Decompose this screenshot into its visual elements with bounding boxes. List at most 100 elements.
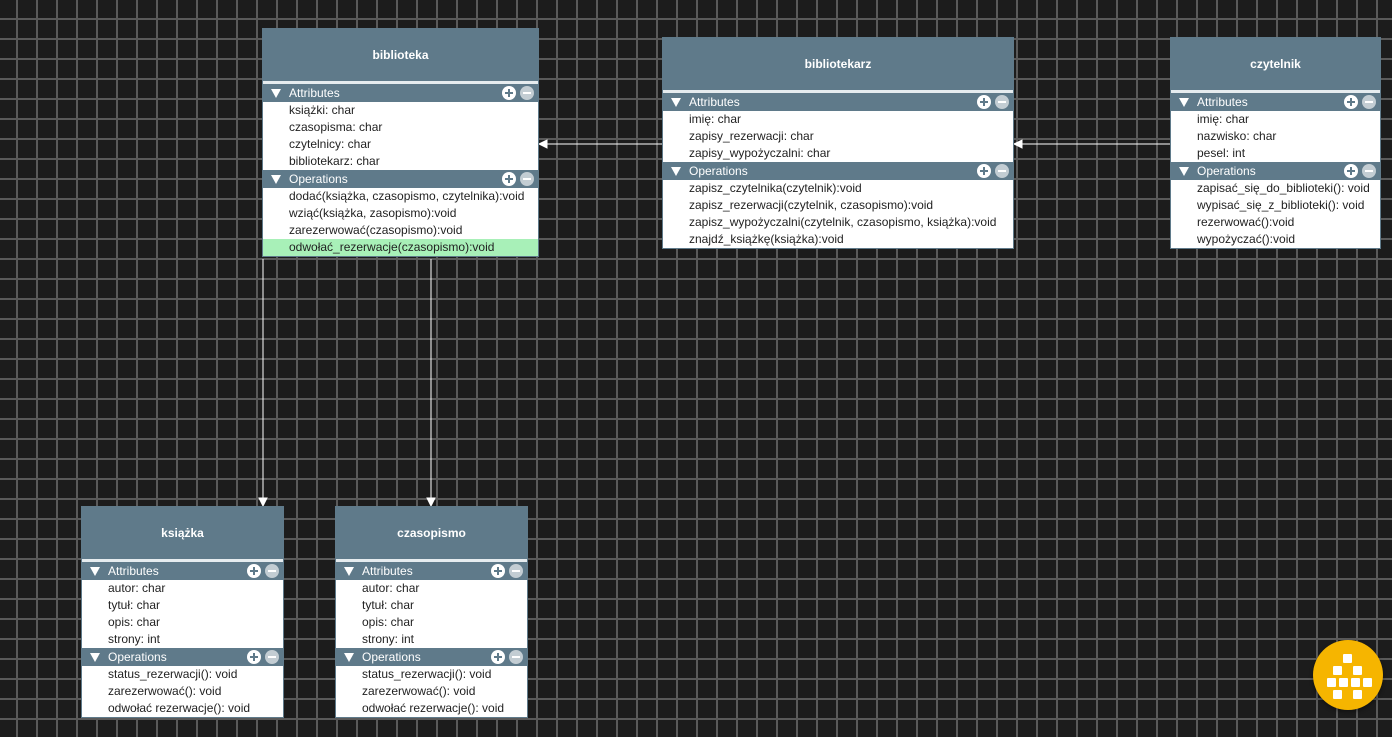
operation-row[interactable]: status_rezerwacji(): void bbox=[362, 667, 492, 681]
class-biblioteka[interactable]: biblioteka Attributes książki: char czas… bbox=[262, 28, 539, 257]
operation-row[interactable]: dodać(książka, czasopismo, czytelnika):v… bbox=[289, 189, 525, 203]
attribute-row[interactable]: strony: int bbox=[108, 632, 161, 646]
operations-header[interactable]: Operations bbox=[82, 648, 283, 666]
class-title[interactable]: książka bbox=[82, 507, 283, 562]
operations-label: Operations bbox=[108, 650, 167, 664]
remove-operation-icon[interactable] bbox=[509, 650, 523, 664]
operations-header[interactable]: Operations bbox=[663, 162, 1013, 180]
attribute-row[interactable]: bibliotekarz: char bbox=[289, 154, 380, 168]
add-attribute-icon[interactable] bbox=[491, 564, 505, 578]
operations-header[interactable]: Operations bbox=[336, 648, 527, 666]
remove-attribute-icon[interactable] bbox=[1362, 95, 1376, 109]
collapse-triangle-icon[interactable] bbox=[344, 567, 354, 576]
attributes-list: autor: char tytuł: char opis: char stron… bbox=[82, 580, 283, 648]
operation-row[interactable]: status_rezerwacji(): void bbox=[108, 667, 238, 681]
remove-attribute-icon[interactable] bbox=[995, 95, 1009, 109]
attribute-row[interactable]: pesel: int bbox=[1197, 146, 1246, 160]
class-title[interactable]: czytelnik bbox=[1171, 38, 1380, 93]
add-attribute-icon[interactable] bbox=[1344, 95, 1358, 109]
operation-row-selected[interactable]: odwołać_rezerwacje(czasopismo):void bbox=[263, 239, 538, 256]
operations-list: status_rezerwacji(): void zarezerwować()… bbox=[82, 666, 283, 717]
operations-label: Operations bbox=[689, 164, 748, 178]
add-attribute-icon[interactable] bbox=[977, 95, 991, 109]
attribute-row[interactable]: imię: char bbox=[689, 112, 742, 126]
collapse-triangle-icon[interactable] bbox=[271, 89, 281, 98]
collapse-triangle-icon[interactable] bbox=[1179, 98, 1189, 107]
remove-attribute-icon[interactable] bbox=[520, 86, 534, 100]
attribute-row[interactable]: tytuł: char bbox=[108, 598, 161, 612]
add-operation-icon[interactable] bbox=[491, 650, 505, 664]
arrowhead-biblioteka bbox=[537, 139, 548, 149]
attribute-row[interactable]: opis: char bbox=[362, 615, 415, 629]
attributes-header[interactable]: Attributes bbox=[336, 562, 527, 580]
operation-row[interactable]: wypisać_się_z_biblioteki(): void bbox=[1197, 198, 1365, 212]
attributes-header[interactable]: Attributes bbox=[263, 84, 538, 102]
collapse-triangle-icon[interactable] bbox=[671, 98, 681, 107]
collapse-triangle-icon[interactable] bbox=[90, 567, 100, 576]
remove-operation-icon[interactable] bbox=[265, 650, 279, 664]
add-operation-icon[interactable] bbox=[1344, 164, 1358, 178]
operation-row[interactable]: odwołać rezerwacje(): void bbox=[362, 701, 505, 715]
attribute-row[interactable]: strony: int bbox=[362, 632, 415, 646]
operation-row[interactable]: zapisz_czytelnika(czytelnik):void bbox=[689, 181, 862, 195]
class-title[interactable]: czasopismo bbox=[336, 507, 527, 562]
operation-row[interactable]: zapisz_rezerwacji(czytelnik, czasopismo)… bbox=[689, 198, 934, 212]
operations-list: status_rezerwacji(): void zarezerwować()… bbox=[336, 666, 527, 717]
attribute-row[interactable]: czytelnicy: char bbox=[289, 137, 372, 151]
add-attribute-icon[interactable] bbox=[247, 564, 261, 578]
operation-row[interactable]: zapisać_się_do_biblioteki(): void bbox=[1197, 181, 1370, 195]
class-title[interactable]: bibliotekarz bbox=[663, 38, 1013, 93]
operation-row[interactable]: zapisz_wypożyczalni(czytelnik, czasopism… bbox=[689, 215, 997, 229]
attributes-header[interactable]: Attributes bbox=[82, 562, 283, 580]
class-czytelnik[interactable]: czytelnik Attributes imię: char nazwisko… bbox=[1170, 37, 1381, 249]
attribute-row[interactable]: czasopisma: char bbox=[289, 120, 383, 134]
operation-row[interactable]: zarezerwować(czasopismo):void bbox=[289, 223, 463, 237]
add-operation-icon[interactable] bbox=[977, 164, 991, 178]
attribute-row[interactable]: opis: char bbox=[108, 615, 161, 629]
attribute-row[interactable]: zapisy_rezerwacji: char bbox=[689, 129, 814, 143]
remove-attribute-icon[interactable] bbox=[265, 564, 279, 578]
operation-row[interactable]: zarezerwować(): void bbox=[108, 684, 222, 698]
remove-operation-icon[interactable] bbox=[995, 164, 1009, 178]
class-title[interactable]: biblioteka bbox=[263, 29, 538, 84]
operations-header[interactable]: Operations bbox=[263, 170, 538, 188]
attribute-row[interactable]: autor: char bbox=[108, 581, 166, 595]
operations-label: Operations bbox=[289, 172, 348, 186]
attribute-row[interactable]: zapisy_wypożyczalni: char bbox=[689, 146, 831, 160]
add-attribute-icon[interactable] bbox=[502, 86, 516, 100]
class-czasopismo[interactable]: czasopismo Attributes autor: char tytuł:… bbox=[335, 506, 528, 718]
collapse-triangle-icon[interactable] bbox=[90, 653, 100, 662]
collapse-triangle-icon[interactable] bbox=[344, 653, 354, 662]
class-ksiazka[interactable]: książka Attributes autor: char tytuł: ch… bbox=[81, 506, 284, 718]
attribute-row[interactable]: nazwisko: char bbox=[1197, 129, 1277, 143]
remove-operation-icon[interactable] bbox=[520, 172, 534, 186]
attributes-header[interactable]: Attributes bbox=[1171, 93, 1380, 111]
attribute-row[interactable]: imię: char bbox=[1197, 112, 1250, 126]
attributes-header[interactable]: Attributes bbox=[663, 93, 1013, 111]
attributes-list: imię: char nazwisko: char pesel: int bbox=[1171, 111, 1380, 162]
attributes-label: Attributes bbox=[689, 95, 740, 109]
attribute-row[interactable]: tytuł: char bbox=[362, 598, 415, 612]
grid-menu-button[interactable] bbox=[1313, 640, 1383, 710]
operation-row[interactable]: odwołać rezerwacje(): void bbox=[108, 701, 251, 715]
remove-operation-icon[interactable] bbox=[1362, 164, 1376, 178]
collapse-triangle-icon[interactable] bbox=[271, 175, 281, 184]
operation-row[interactable]: znajdź_książkę(książka):void bbox=[689, 232, 844, 246]
remove-attribute-icon[interactable] bbox=[509, 564, 523, 578]
class-bibliotekarz[interactable]: bibliotekarz Attributes imię: char zapis… bbox=[662, 37, 1014, 249]
operation-row[interactable]: wypożyczać():void bbox=[1197, 232, 1296, 246]
collapse-triangle-icon[interactable] bbox=[671, 167, 681, 176]
operation-row[interactable]: zarezerwować(): void bbox=[362, 684, 476, 698]
attribute-row[interactable]: autor: char bbox=[362, 581, 420, 595]
operation-row[interactable]: wziąć(książka, zasopismo):void bbox=[289, 206, 457, 220]
collapse-triangle-icon[interactable] bbox=[1179, 167, 1189, 176]
operations-list: zapisz_czytelnika(czytelnik):void zapisz… bbox=[663, 180, 1013, 248]
attributes-list: imię: char zapisy_rezerwacji: char zapis… bbox=[663, 111, 1013, 162]
attributes-list: książki: char czasopisma: char czytelnic… bbox=[263, 102, 538, 170]
add-operation-icon[interactable] bbox=[247, 650, 261, 664]
arrowhead-ksiazka bbox=[258, 497, 268, 508]
operations-header[interactable]: Operations bbox=[1171, 162, 1380, 180]
operation-row[interactable]: rezerwować():void bbox=[1197, 215, 1295, 229]
add-operation-icon[interactable] bbox=[502, 172, 516, 186]
attribute-row[interactable]: książki: char bbox=[289, 103, 356, 117]
